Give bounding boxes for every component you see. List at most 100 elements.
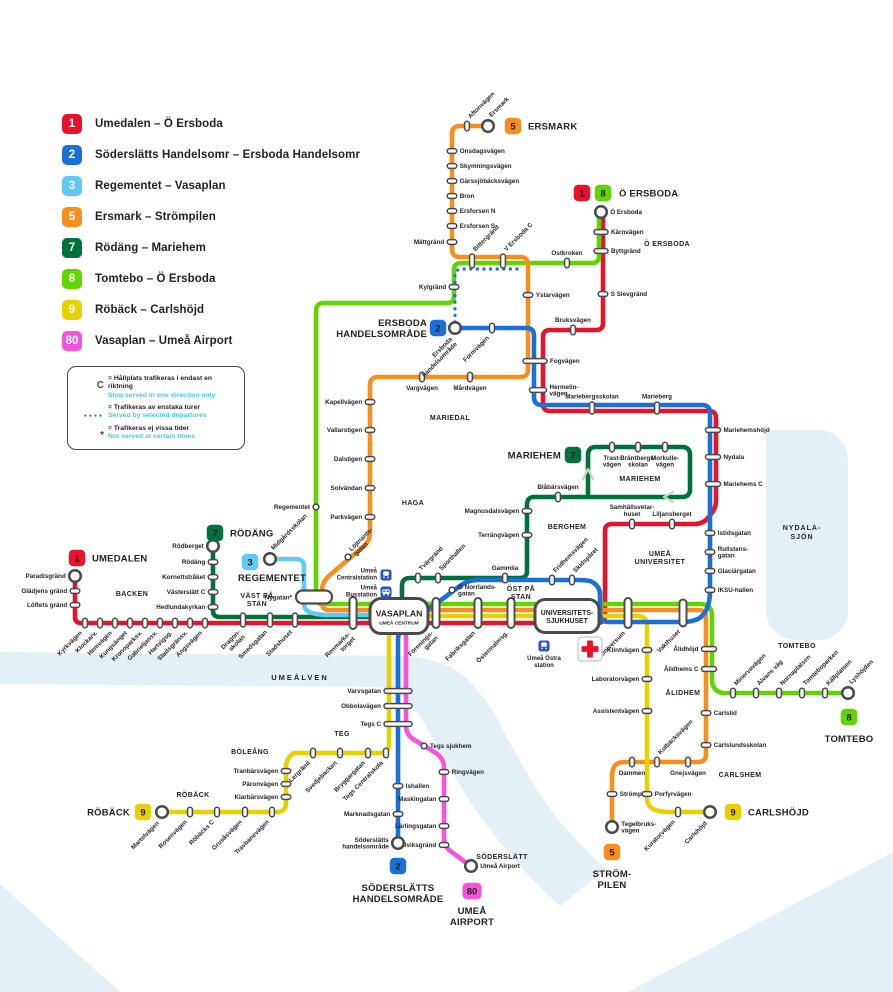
station-hermelin: Hermelin-vägen xyxy=(528,384,579,398)
svg-text:Byttgränd: Byttgränd xyxy=(611,248,641,255)
svg-text:Carlshöjd: Carlshöjd xyxy=(683,820,709,846)
terminal-title-str-m-pilen: STRÖM-PILEN xyxy=(593,869,632,891)
station-l-jtnants: Löjtnants-gatan xyxy=(344,526,374,561)
symbol-legend-row-one-way: C= Hållplats trafikeras i endast en rikt… xyxy=(74,375,234,400)
lake-label: NYDALA-SJÖN xyxy=(783,525,822,541)
svg-text:UMEÅ CENTRUM: UMEÅ CENTRUM xyxy=(379,620,418,627)
station-carlslundsskolan: Carlslundsskolan xyxy=(700,741,766,749)
svg-text:Hedlundakyrkan: Hedlundakyrkan xyxy=(156,604,205,611)
station-vargv-gen: Vargvägen xyxy=(406,371,438,392)
district-carlshem: CARLSHEM xyxy=(719,772,762,779)
svg-text:Ersbodahandelsområde: Ersbodahandelsområde xyxy=(416,336,459,379)
station-r-dberget: Rödberget xyxy=(172,538,221,554)
svg-text:Solvändan: Solvändan xyxy=(330,485,362,492)
svg-text:Tegs sjukhem: Tegs sjukhem xyxy=(430,743,472,750)
svg-text:Paradisgränd: Paradisgränd xyxy=(26,573,66,580)
district-haga: HAGA xyxy=(402,500,424,507)
svg-text:Obbolavägen: Obbolavägen xyxy=(341,703,381,710)
svg-text:5: 5 xyxy=(609,848,615,859)
svg-text:VASAPLAN: VASAPLAN xyxy=(376,609,423,619)
station-br-ntbergs: Bräntbergs-skolan xyxy=(620,441,656,469)
line-3 xyxy=(270,556,375,618)
legend-route-3: Regementet – Vasaplan xyxy=(95,180,226,192)
station-ostkroken: Ostkroken xyxy=(551,250,583,269)
symbol-legend-text: = Hållplats trafikeras i endast en riktn… xyxy=(108,375,216,399)
svg-text:Mårdvägen: Mårdvägen xyxy=(453,384,486,392)
station-bl-b-rsv-gen: Blåbärsvägen xyxy=(537,483,579,503)
legend-route-1: Umedalen – Ö Ersboda xyxy=(95,118,223,130)
station-tegelbruks: Tegelbruks-vägen xyxy=(604,819,656,835)
svg-text:Bron: Bron xyxy=(460,193,475,200)
svg-text:Carlslid: Carlslid xyxy=(714,710,737,717)
line-badge-5: 5 xyxy=(504,117,522,135)
line-badge-9: 9 xyxy=(724,803,742,821)
svg-text:Fabriksgatan: Fabriksgatan xyxy=(444,630,477,663)
symbol-legend: C= Hållplats trafikeras i endast en rikt… xyxy=(67,366,245,450)
station-solv-ndan: Solvändan xyxy=(330,484,376,492)
station-ersforsen-n: Ersforsen N xyxy=(446,207,496,215)
district-berghem: BERGHEM xyxy=(548,524,587,531)
terminal-title-umedalen: UMEDALEN xyxy=(92,554,147,565)
svg-text:Päronvägen: Päronvägen xyxy=(242,781,278,788)
station-k-rnv-gen: Kärnvägen xyxy=(593,228,644,236)
water-1 xyxy=(766,430,848,640)
station-liljansberget: Liljansberget xyxy=(652,511,692,530)
svg-text:Nydala: Nydala xyxy=(724,454,745,461)
station-carlslid: Carlslid xyxy=(700,709,737,717)
station-v-stersl-tt-c: Västerslätt C xyxy=(167,588,219,596)
station-tegs-sjukhem: Tegs sjukhem xyxy=(420,742,472,750)
line-badge-7: 7 xyxy=(564,446,582,464)
station-magnusdalsv-gen: Magnusdalsvägen xyxy=(465,507,533,515)
station-nydala: Nydala xyxy=(704,453,745,461)
station-marknadsgatan: Marknadsgatan xyxy=(344,810,404,818)
svg-text:Ishallen: Ishallen xyxy=(406,783,430,790)
station-byttgr-nd: Byttgränd xyxy=(593,247,641,255)
svg-text:7: 7 xyxy=(570,451,575,462)
svg-text:Nygatan*: Nygatan* xyxy=(265,594,293,601)
svg-text:Östermalmsg.: Östermalmsg. xyxy=(474,628,510,664)
svg-text:Samhällsvetar-huset: Samhällsvetar-huset xyxy=(610,504,655,518)
station-kornettstr-ket: Kornettstråket xyxy=(162,573,219,581)
svg-text:Ystarvägen: Ystarvägen xyxy=(536,292,570,299)
legend-badge-9: 9 xyxy=(62,300,82,320)
asterisk-icon: * xyxy=(100,430,104,441)
station-iksu-hallen: IKSU-hallen xyxy=(704,586,753,594)
terminal-title-tomtebo: TOMTEBO xyxy=(825,734,874,745)
svg-text:Löftets gränd: Löftets gränd xyxy=(27,602,67,609)
legend-route-8: Tomtebo – Ö Ersboda xyxy=(95,273,216,285)
station-ishallen: Ishallen xyxy=(392,782,430,790)
station-lidh-jd: Ålidhöjd xyxy=(673,644,718,653)
station-bruksv-gen: Bruksvägen xyxy=(555,317,591,336)
terminal-title-mariehem: MARIEHEM xyxy=(508,451,561,462)
svg-text:Fridhemsvägen: Fridhemsvägen xyxy=(552,536,590,574)
svg-text:Terrängvägen: Terrängvägen xyxy=(478,532,519,539)
station-lidhems-c: Ålidhems C xyxy=(664,664,718,673)
svg-text:Morkulle-vägen: Morkulle-vägen xyxy=(651,455,679,469)
svg-text:Mariebergsskolan: Mariebergsskolan xyxy=(565,394,619,401)
svg-text:S Slevgränd: S Slevgränd xyxy=(611,291,648,298)
district-backen: BACKEN xyxy=(116,591,148,598)
station-fogv-gen: Fogvägen xyxy=(522,357,580,365)
svg-text:Kärnvägen: Kärnvägen xyxy=(611,229,644,236)
svg-text:Gammlia: Gammlia xyxy=(492,565,519,572)
line-badge-5: 5 xyxy=(603,843,621,861)
station-hedlundakyrkan: Hedlundakyrkan xyxy=(156,603,219,611)
svg-text:IKSU-hallen: IKSU-hallen xyxy=(718,587,753,594)
district-teg: TEG xyxy=(334,731,350,738)
station-parkv-gen: Parkvägen xyxy=(330,513,376,521)
water-0 xyxy=(0,652,606,906)
